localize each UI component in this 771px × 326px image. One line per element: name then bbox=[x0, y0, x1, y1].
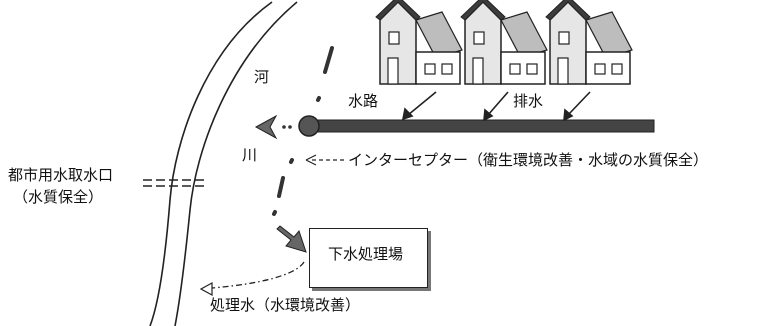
intake-dashes bbox=[143, 179, 204, 187]
interceptor-pipe bbox=[305, 119, 655, 133]
plant-inflow-arrow-icon bbox=[276, 225, 307, 253]
house-icon bbox=[375, 0, 463, 85]
intake-label-line2: （水質保全） bbox=[13, 188, 104, 206]
waterway-label: 水路 bbox=[348, 92, 379, 110]
river-bank-right bbox=[174, 1, 298, 326]
treated-water-label: 処理水（水環境改善） bbox=[210, 296, 361, 314]
drainage-arrows bbox=[401, 91, 591, 122]
river-label-char1: 河 bbox=[254, 68, 270, 86]
overflow-dots bbox=[282, 125, 292, 129]
drainage-label: 排水 bbox=[513, 92, 544, 110]
treated-water-route bbox=[211, 261, 305, 289]
treatment-plant-label: 下水処理場 bbox=[328, 245, 404, 263]
intake-label-line1: 都市用水取水口 bbox=[8, 166, 114, 184]
interceptor-label: インターセプター（衛生環境改善・水域の水質保全） bbox=[348, 151, 709, 169]
junction-node bbox=[298, 115, 320, 137]
treated-water-arrow-icon bbox=[199, 281, 213, 297]
overflow-arrow-icon bbox=[254, 114, 278, 140]
house-icon bbox=[545, 0, 633, 85]
treatment-plant-box: 下水処理場 bbox=[309, 228, 428, 288]
interceptor-pointer bbox=[305, 154, 344, 166]
river-label-char2: 川 bbox=[242, 146, 258, 164]
house-icon bbox=[460, 0, 548, 85]
river-bank-left bbox=[149, 1, 273, 326]
